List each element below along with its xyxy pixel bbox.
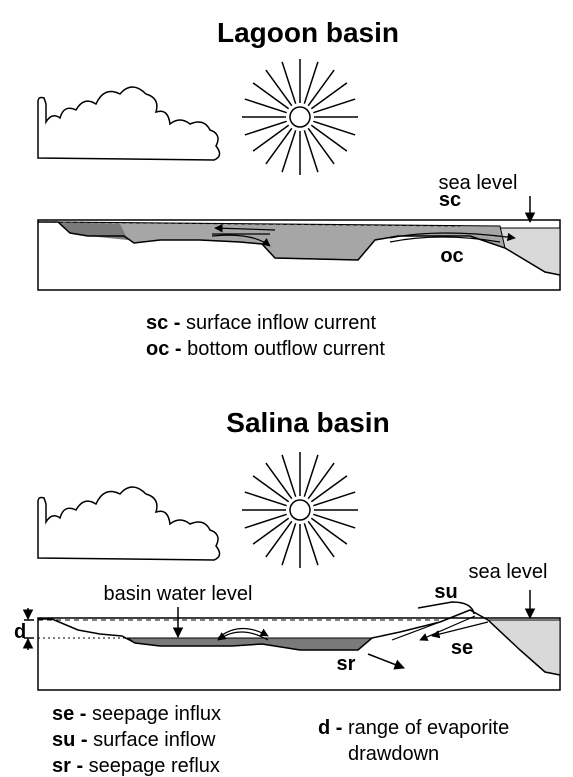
sun-ray <box>307 127 335 165</box>
sun-ray <box>313 513 356 529</box>
sun-core <box>289 106 311 128</box>
sea-level-label-bottom: sea level <box>469 561 548 583</box>
sun-ray <box>313 120 356 136</box>
lagoon-legend: sc - surface inflow current oc - bottom … <box>146 312 385 360</box>
sc-label: sc <box>439 189 461 211</box>
sun-ray <box>307 520 335 558</box>
sun-ray <box>265 462 293 500</box>
sea-level-label-top: sea level <box>439 172 518 194</box>
d-label: d <box>14 621 26 643</box>
sun-ray <box>313 98 356 114</box>
sun-ray <box>310 475 348 503</box>
sun-core <box>289 499 311 521</box>
sun-ray <box>244 513 287 529</box>
basin-water-level-label: basin water level <box>104 583 253 605</box>
sun-ray <box>244 98 287 114</box>
sun-ray <box>281 523 297 566</box>
cloud-icon <box>37 86 221 161</box>
sun-ray <box>307 69 335 107</box>
sun-ray <box>307 462 335 500</box>
legend-oc: oc - bottom outflow current <box>146 338 385 360</box>
sun-ray <box>313 491 356 507</box>
legend-d: d - range of evaporite <box>318 717 509 739</box>
lagoon-title: Lagoon basin <box>217 17 399 48</box>
sun-ray <box>281 130 297 173</box>
sun-ray <box>303 130 319 173</box>
se-label: se <box>451 637 473 659</box>
sun-ray <box>303 454 319 497</box>
sun-ray <box>265 127 293 165</box>
legend-su: su - surface inflow <box>52 729 216 751</box>
sun-ray <box>252 124 290 152</box>
sun-ray <box>244 120 287 136</box>
cloud-icon <box>37 486 221 561</box>
sr-label: sr <box>337 653 356 675</box>
salina-cross-section <box>22 601 561 691</box>
sun-ray <box>252 517 290 545</box>
sun-ray <box>310 517 348 545</box>
sun-ray <box>265 520 293 558</box>
salina-legend: se - seepage influx su - surface inflow … <box>52 703 509 777</box>
sun-icon <box>242 59 358 175</box>
lagoon-cross-section <box>37 219 561 291</box>
legend-sr: sr - seepage reflux <box>52 755 220 777</box>
sun-ray <box>310 124 348 152</box>
oc-label: oc <box>440 245 463 267</box>
sun-ray <box>281 61 297 104</box>
sun-ray <box>252 475 290 503</box>
sun-ray <box>244 491 287 507</box>
legend-se: se - seepage influx <box>52 703 221 725</box>
sun-ray <box>265 69 293 107</box>
sun-ray <box>252 82 290 110</box>
sun-ray <box>303 61 319 104</box>
legend-sc: sc - surface inflow current <box>146 312 377 334</box>
sun-ray <box>281 454 297 497</box>
sun-ray <box>310 82 348 110</box>
legend-d-cont: drawdown <box>348 743 439 765</box>
sun-icon <box>242 452 358 568</box>
su-label: su <box>434 581 457 603</box>
sun-ray <box>303 523 319 566</box>
salina-title: Salina basin <box>226 407 389 438</box>
